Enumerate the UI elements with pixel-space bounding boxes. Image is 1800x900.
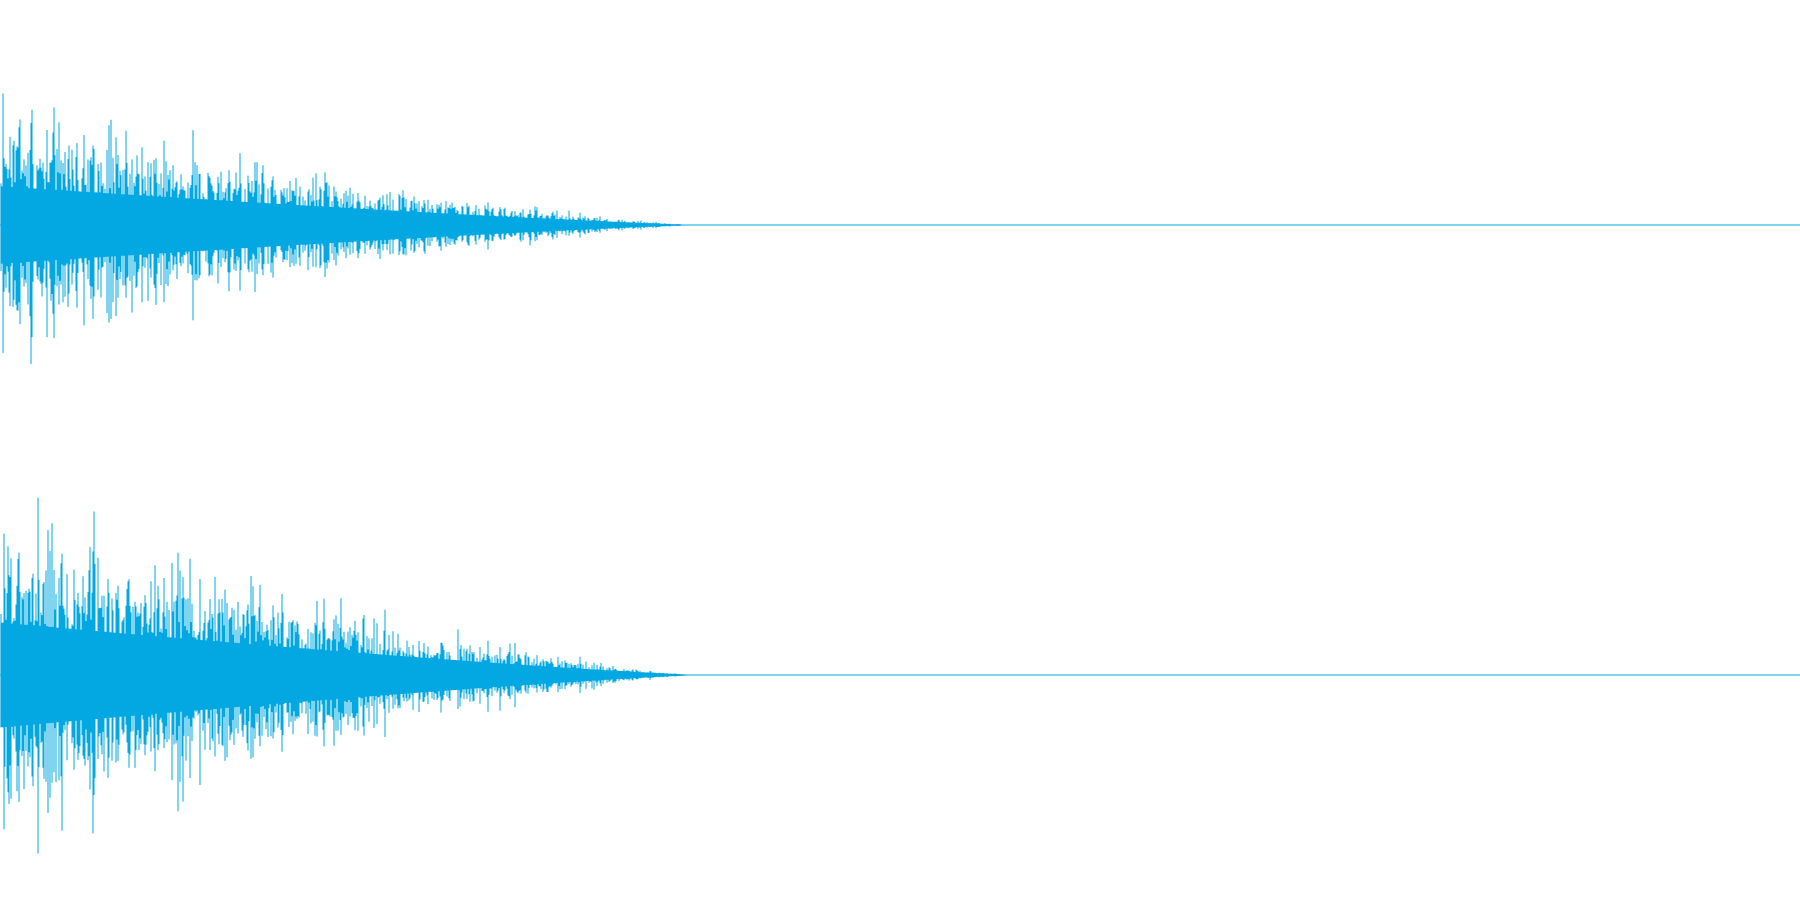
left-channel-waveform-svg xyxy=(0,93,1800,365)
channel-right-waveform[interactable] xyxy=(0,450,1800,900)
waveform-core xyxy=(0,186,700,264)
channel-left-waveform[interactable] xyxy=(0,0,1800,450)
waveform-core xyxy=(0,622,700,728)
right-channel-waveform-svg xyxy=(0,497,1800,854)
